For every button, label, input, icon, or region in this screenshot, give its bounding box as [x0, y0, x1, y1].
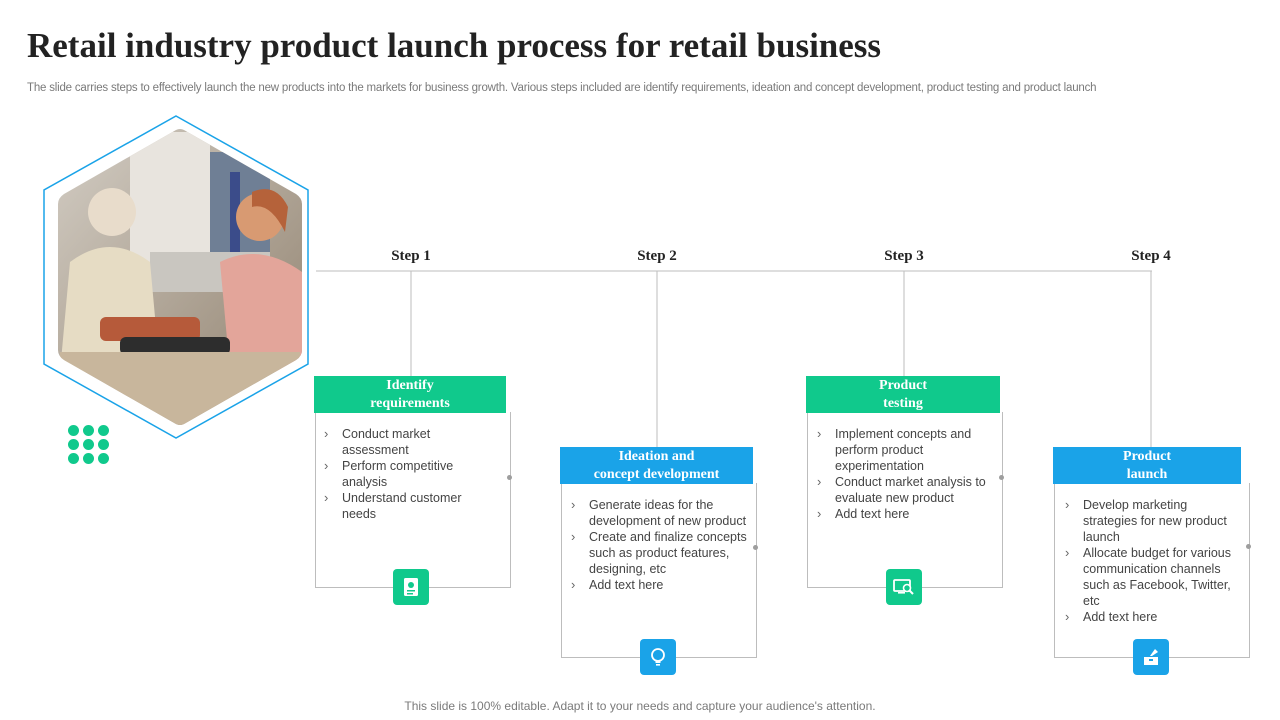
step-1-label: Step 1 — [391, 248, 431, 264]
step-2-endpoint — [753, 545, 758, 550]
step-3-bullet-list: Implement concepts and perform product e… — [815, 426, 995, 522]
step-1-heading-line1: Identify — [386, 377, 434, 393]
slide-subtitle: The slide carries steps to effectively l… — [27, 82, 1097, 94]
list-item: Add text here — [569, 577, 747, 593]
step-4-endpoint — [1246, 544, 1251, 549]
hexagon-photo-frame — [30, 112, 322, 442]
step-3-endpoint — [999, 475, 1004, 480]
list-item: Implement concepts and perform product e… — [815, 426, 995, 474]
list-item: Develop marketing strategies for new pro… — [1063, 497, 1233, 545]
step-1-heading-line2: requirements — [370, 395, 450, 411]
step-4-heading-line1: Product — [1123, 448, 1171, 464]
step-2-heading: Ideation and concept development — [560, 447, 753, 484]
slide-title: Retail industry product launch process f… — [27, 26, 882, 65]
list-item: Perform competitive analysis — [322, 458, 492, 490]
step-3-heading: Product testing — [806, 376, 1000, 413]
step-4-label: Step 4 — [1131, 248, 1171, 264]
document-icon — [393, 569, 429, 605]
step-2-heading-line1: Ideation and — [618, 448, 695, 464]
hexagon-photo — [43, 115, 309, 439]
list-item: Conduct market assessment — [322, 426, 492, 458]
step-2-bullet-list: Generate ideas for the development of ne… — [569, 497, 747, 593]
list-item: Add text here — [815, 506, 995, 522]
step-4-heading-line2: launch — [1126, 466, 1168, 482]
product-box-icon — [1133, 639, 1169, 675]
list-item: Allocate budget for various communicatio… — [1063, 545, 1233, 609]
list-item: Conduct market analysis to evaluate new … — [815, 474, 995, 506]
step-1-endpoint — [507, 475, 512, 480]
list-item: Create and finalize concepts such as pro… — [569, 529, 747, 577]
step-3-heading-line2: testing — [883, 395, 923, 411]
step-3-heading-line1: Product — [879, 377, 927, 393]
lightbulb-icon — [640, 639, 676, 675]
list-item: Generate ideas for the development of ne… — [569, 497, 747, 529]
list-item: Add text here — [1063, 609, 1233, 625]
step-4-bullet-list: Develop marketing strategies for new pro… — [1063, 497, 1233, 625]
monitor-magnifier-icon — [886, 569, 922, 605]
step-2-label: Step 2 — [637, 248, 677, 264]
slide-footer: This slide is 100% editable. Adapt it to… — [404, 699, 876, 713]
step-4-heading: Product launch — [1053, 447, 1241, 484]
step-1-bullet-list: Conduct market assessment Perform compet… — [322, 426, 492, 522]
step-3-label: Step 3 — [884, 248, 924, 264]
decorative-dot-grid — [68, 425, 110, 465]
list-item: Understand customer needs — [322, 490, 492, 522]
step-2-heading-line2: concept development — [593, 466, 720, 482]
step-1-heading: Identify requirements — [314, 376, 506, 413]
